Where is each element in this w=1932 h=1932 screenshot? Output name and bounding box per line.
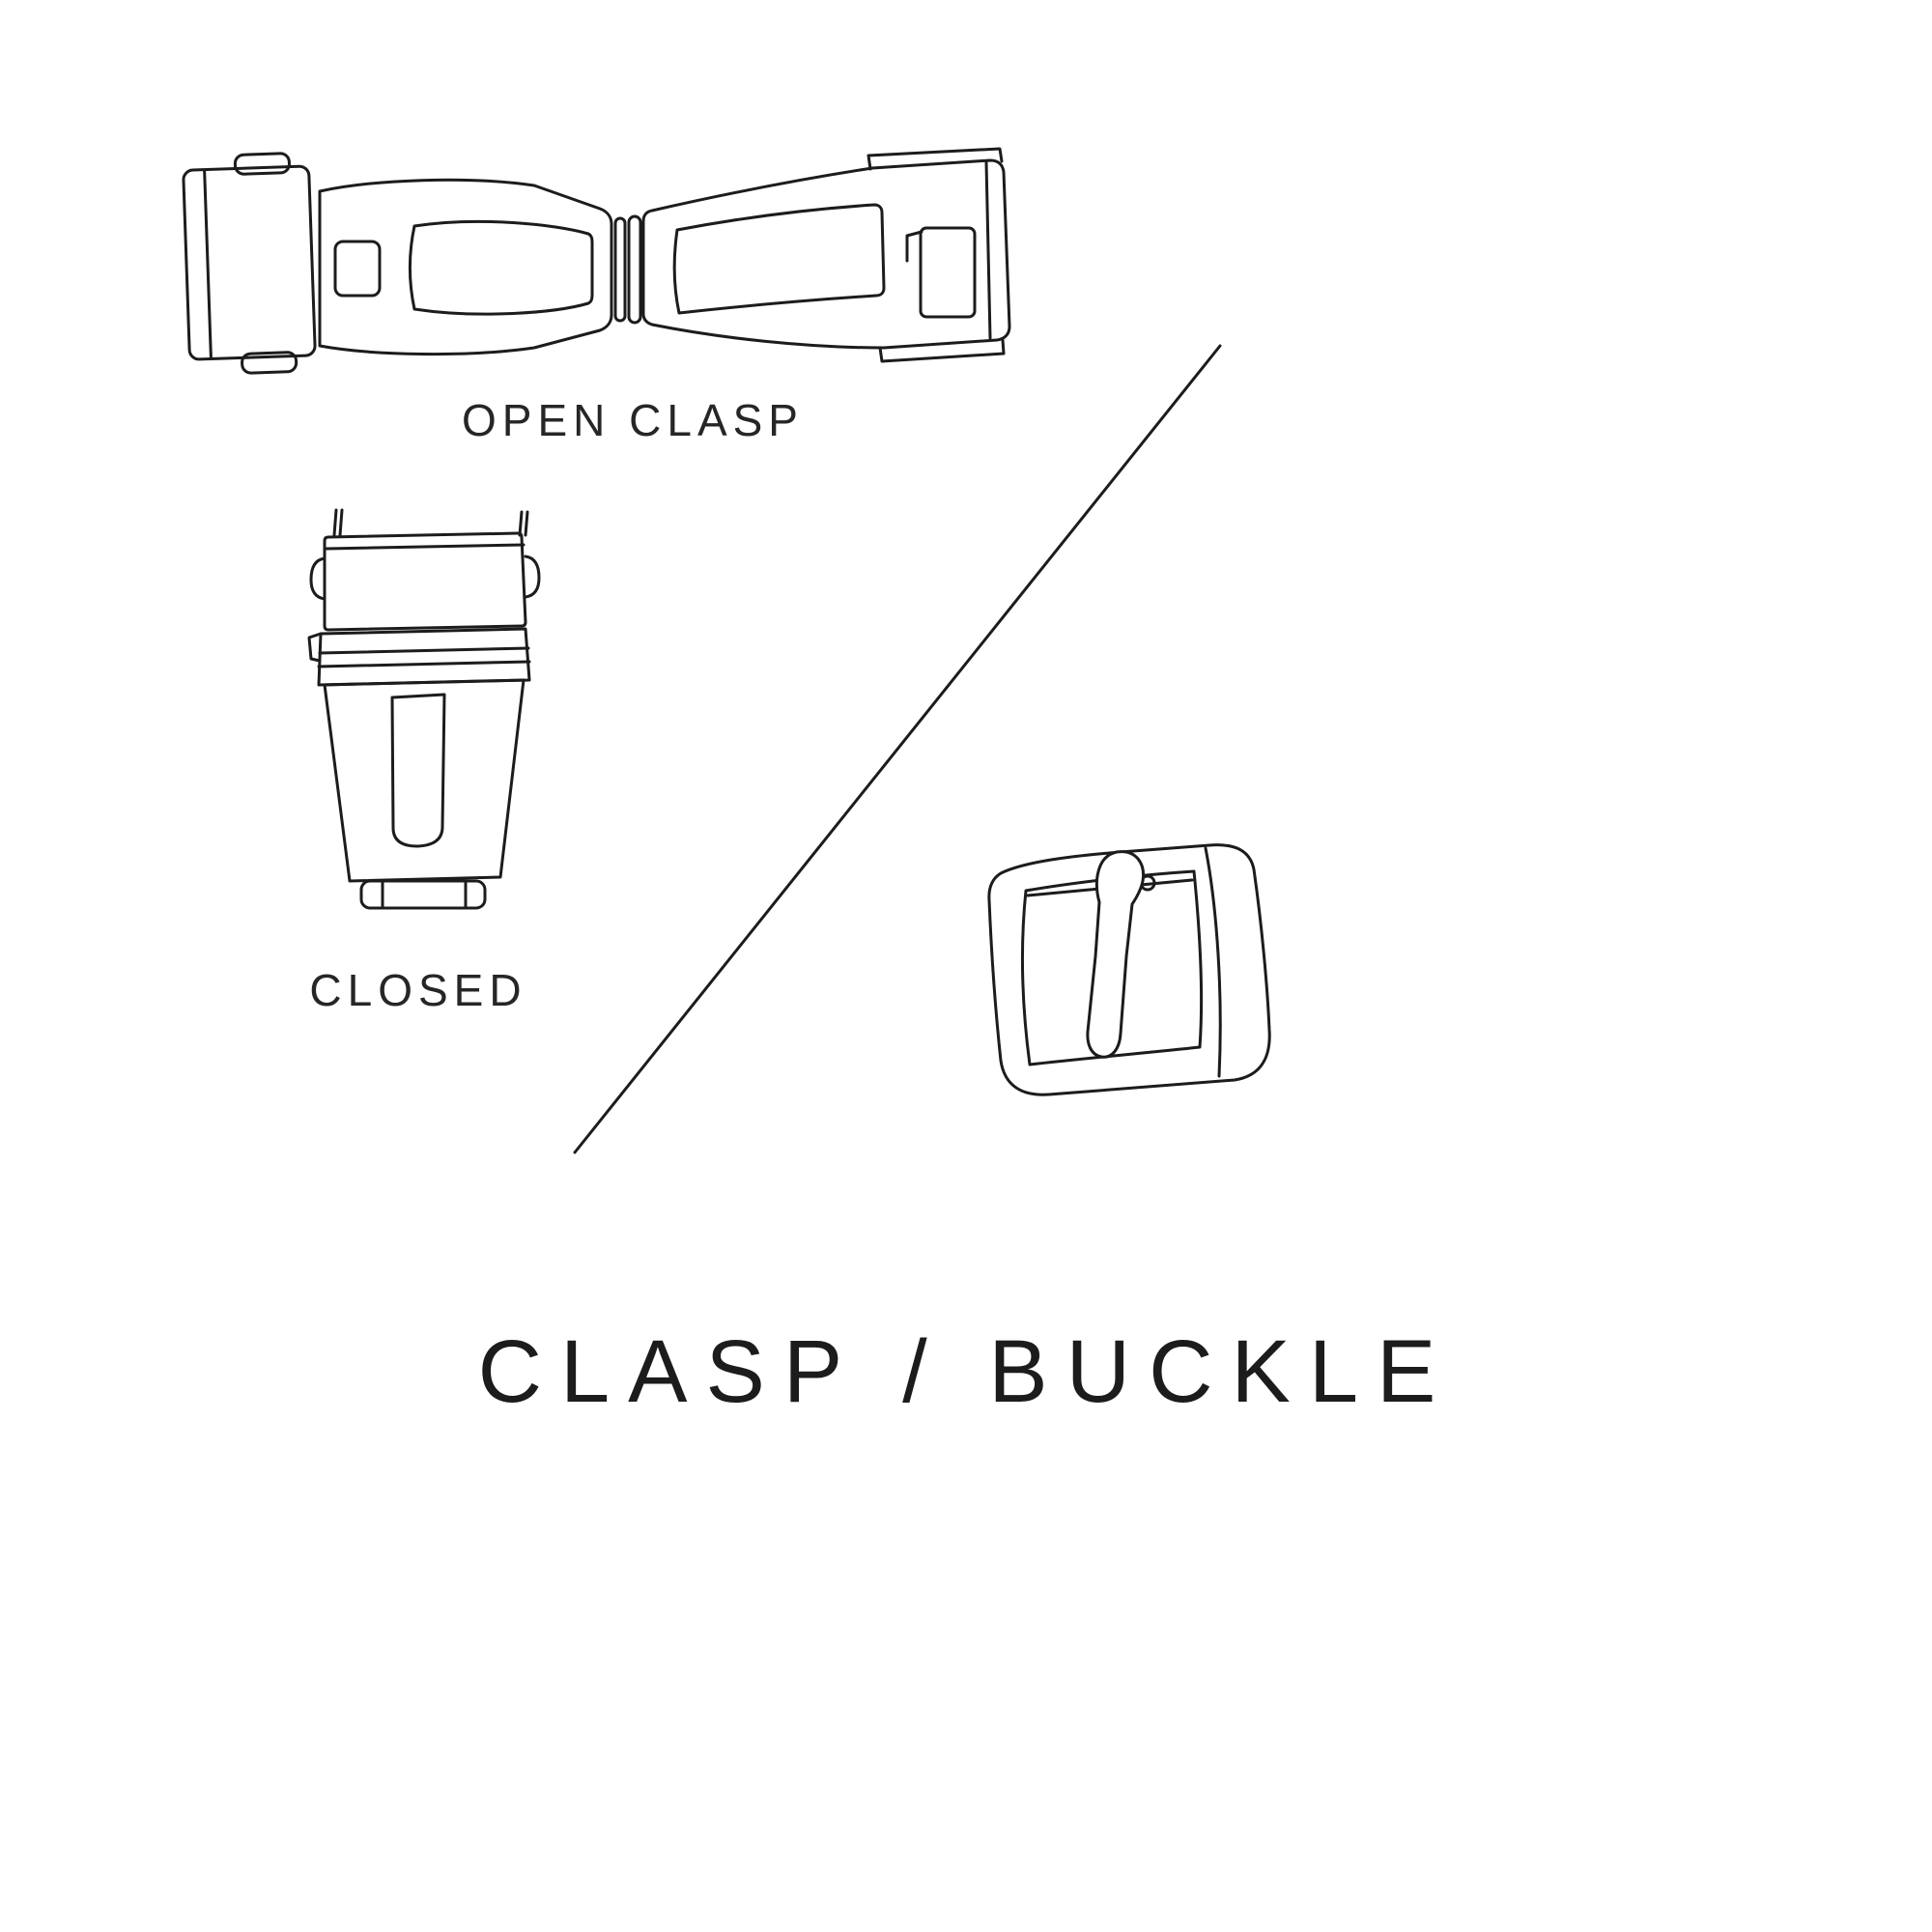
closed-clasp-label: CLOSED bbox=[309, 965, 527, 1015]
bottom-bar bbox=[359, 879, 487, 910]
closed-clasp-illustration bbox=[307, 508, 541, 910]
diagonal-divider bbox=[573, 344, 1222, 1154]
fold-band bbox=[307, 627, 531, 687]
hinge bbox=[613, 214, 642, 325]
body bbox=[323, 678, 526, 883]
open-clasp-label: OPEN CLASP bbox=[462, 395, 804, 445]
buckle-tang bbox=[1086, 850, 1146, 1059]
right-blade bbox=[641, 147, 1011, 363]
top-box bbox=[309, 531, 541, 632]
left-blade bbox=[318, 178, 613, 356]
tang-buckle-illustration bbox=[987, 843, 1271, 1096]
open-clasp-illustration bbox=[182, 147, 1011, 375]
left-endpiece bbox=[182, 152, 317, 375]
prongs bbox=[332, 508, 529, 537]
page-title: CLASP / BUCKLE bbox=[477, 1322, 1455, 1421]
